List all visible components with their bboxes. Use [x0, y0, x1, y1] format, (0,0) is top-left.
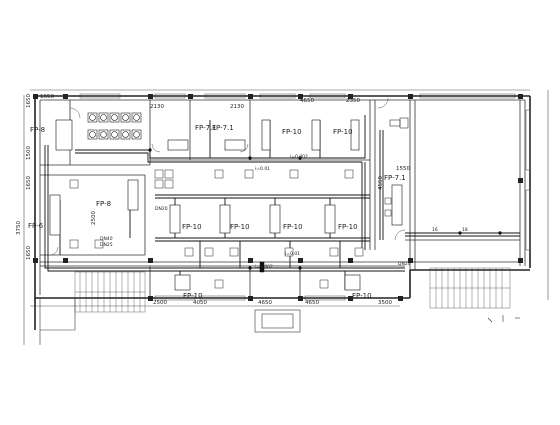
dimension-lines	[23, 89, 549, 345]
pipe-dn20: DN20	[155, 206, 168, 212]
windows	[79, 93, 531, 301]
dim-left-1650b: 1650	[26, 176, 32, 190]
dim-top-2130a: 2130	[150, 104, 164, 110]
slope-b: i=0.01	[255, 166, 270, 172]
annotation-marks	[39, 117, 520, 345]
dim-left-1650: 1650	[26, 94, 32, 108]
interior-walls	[39, 99, 526, 298]
dim-left-1500: 1500	[26, 146, 32, 160]
label-fp10-mid4: FP-10	[338, 223, 358, 231]
dim-top-1650: 1650	[40, 94, 54, 100]
label-fp10-mid3: FP-10	[283, 223, 303, 231]
label-fp71-b: FP-7.1	[212, 124, 234, 132]
valve-symbols	[148, 148, 502, 273]
dim-right-4550: 4550	[378, 176, 384, 190]
label-fp10-bot1: FP-10	[183, 292, 203, 300]
structural-columns	[33, 94, 523, 301]
label-fp71-c: FP-7.1	[384, 174, 406, 182]
pipe-dn40: DN40	[100, 236, 113, 242]
dim-bot-4050: 4050	[193, 300, 207, 306]
pipe-network	[44, 115, 520, 290]
label-fp10-mid2: FP-10	[230, 223, 250, 231]
dim-top-2130b: 2130	[230, 104, 244, 110]
mark-16: 16	[432, 227, 438, 233]
dim-left-3750: 3750	[16, 221, 22, 235]
pipe-dn20b: DN20	[398, 261, 411, 267]
equipment-labels: FP-7.1 FP-7.1 FP-7.1 FP-8 FP-8 FP-6 FP-1…	[28, 124, 406, 300]
label-fp6: FP-6	[28, 222, 44, 230]
fan-coil-units	[49, 119, 403, 291]
staircase-right	[429, 267, 511, 309]
label-fp8-b: FP-8	[96, 200, 111, 208]
door-swings	[49, 97, 406, 256]
label-fp71-a: FP-7.1	[195, 124, 217, 132]
dim-bot-2500: 2500	[153, 300, 167, 306]
dim-top-2350: 2350	[346, 98, 360, 104]
mark-18: 18	[462, 227, 468, 233]
dim-bot-3500: 3500	[378, 300, 392, 306]
pipe-dn25: DN25	[100, 242, 113, 248]
dim-left-1650c: 1650	[26, 246, 32, 260]
entrance-steps	[39, 298, 301, 333]
label-fp10-top1: FP-10	[282, 128, 302, 136]
chiller-units	[87, 112, 142, 140]
label-fp10-bot2: FP-10	[352, 292, 372, 300]
label-fp10-mid1: FP-10	[182, 223, 202, 231]
dim-bot-4650a: 4650	[258, 300, 272, 306]
staircase-left	[74, 271, 146, 313]
dim-right-1550: 1550	[396, 166, 410, 172]
slope-d: i=0.01	[285, 251, 300, 257]
dim-room-2500: 2500	[91, 211, 97, 225]
label-fp8-a: FP-8	[30, 126, 45, 134]
dim-top-4650: 4650	[300, 98, 314, 104]
slope-a: i=0.002	[290, 154, 308, 160]
label-fp10-top2: FP-10	[333, 128, 353, 136]
ceiling-diffusers	[69, 169, 392, 289]
dimension-text: 1650 2130 2130 4650 2350 2500 4050 4650 …	[16, 94, 468, 306]
slope-c: i=0.002	[255, 264, 273, 270]
dim-bot-4650b: 4650	[305, 300, 319, 306]
